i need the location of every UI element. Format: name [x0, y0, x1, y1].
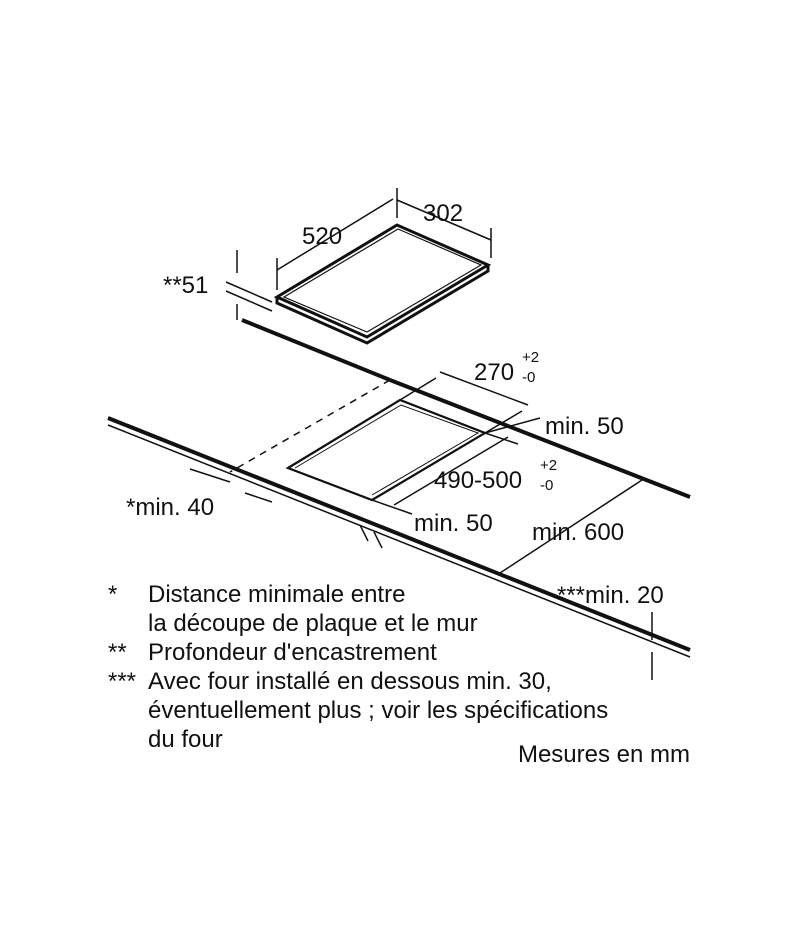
hob-bottom-thickness	[275, 265, 490, 345]
dim-302-line	[396, 199, 492, 241]
dim-front-50-ext	[371, 499, 413, 515]
dim-40-left	[189, 468, 231, 483]
units-note: Mesures en mm	[517, 741, 690, 768]
cutout-dimensions	[189, 371, 653, 680]
footnote-text: Distance minimale entre la découpe de pl…	[148, 581, 478, 637]
hob-dimensions	[225, 188, 492, 320]
label-hob-depth: 520	[302, 223, 342, 250]
footnote-mark: **	[108, 639, 127, 666]
footnote-text: Avec four installé en dessous min. 30, é…	[148, 668, 609, 753]
worktop-left-dashed	[229, 379, 391, 473]
hob-outline	[273, 223, 492, 339]
dim-side-50-line	[484, 417, 541, 434]
footnote-1: * Distance minimale entre la découpe de …	[108, 580, 728, 638]
label-cutout-width-tol-plus: +2	[522, 349, 539, 366]
footnote-2: ** Profondeur d'encastrement	[108, 638, 728, 667]
dim-600-line	[499, 479, 643, 574]
label-cutout-width: 270	[474, 359, 514, 386]
dim-front-50-tick	[359, 524, 369, 542]
dim-40-right	[244, 492, 273, 503]
label-worktop-depth: min. 600	[532, 519, 624, 546]
label-wall-distance: *min. 40	[126, 494, 214, 521]
footnotes: * Distance minimale entre la découpe de …	[108, 580, 728, 754]
footnote-text: Profondeur d'encastrement	[148, 639, 437, 666]
footnote-mark: ***	[108, 668, 137, 695]
footnote-3: *** Avec four installé en dessous min. 3…	[108, 667, 728, 754]
label-cutout-width-tol-minus: -0	[522, 369, 535, 386]
dim-520-line	[276, 198, 394, 271]
dim-51-ext-bottom	[225, 290, 273, 312]
worktop	[107, 378, 691, 658]
hob-unit	[273, 223, 492, 345]
hob-section-line	[241, 318, 391, 382]
footnote-mark: *	[108, 581, 118, 608]
label-worktop-thickness: ***min. 20	[557, 582, 664, 609]
dim-270-line	[439, 371, 529, 406]
cutout-inner-edge	[294, 404, 480, 496]
dim-front-50-tick2	[373, 531, 383, 549]
label-cutout-depth-tol-minus: -0	[540, 477, 553, 494]
dim-51-ext-top	[225, 281, 273, 303]
label-cutout-depth: 490-500	[434, 467, 522, 494]
label-install-depth: **51	[163, 272, 208, 299]
label-hob-width: 302	[423, 200, 463, 227]
label-side-clearance: min. 50	[545, 413, 624, 440]
worktop-back-edge	[389, 378, 691, 499]
label-front-clearance: min. 50	[414, 510, 493, 537]
label-cutout-depth-tol-plus: +2	[540, 457, 557, 474]
worktop-front-top-edge	[107, 416, 691, 652]
dim-490-line	[393, 436, 509, 506]
worktop-front-bottom-edge	[107, 424, 691, 658]
hob-glass-inner	[282, 228, 483, 333]
